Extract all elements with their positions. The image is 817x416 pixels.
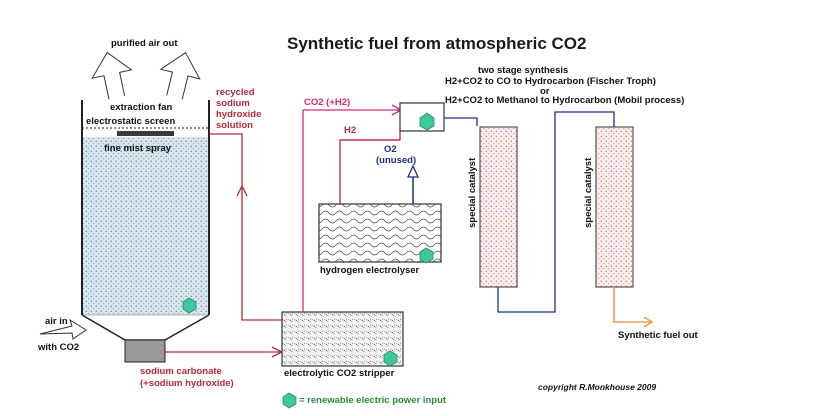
co2-h2-label: CO2 (+H2) [304,97,351,108]
renewable-power-hexagon-icon [419,112,435,131]
catalyst-2-label: special catalyst [583,157,594,228]
catalyst-column-1 [479,126,518,288]
copyright-label: copyright R.Monkhouse 2009 [538,382,657,392]
catalyst-link-bottom [497,111,615,313]
fuel-out-line [613,287,654,328]
fine-mist-spray-label: fine mist spray [104,143,172,154]
catalyst-column-2 [595,126,634,288]
renewable-power-hexagon-icon [419,247,434,264]
purified-air-out-label: purified air out [111,38,178,49]
renewable-power-hexagon-icon [282,392,297,409]
synthesis-heading: two stage synthesis [478,65,569,76]
recycled-solution-line-2: sodium [216,98,250,109]
synthesis-or: or [540,86,550,97]
absorption-tower [81,100,210,363]
recycled-solution-line-1: recycled [216,87,255,98]
feed-line [444,117,478,126]
h2-label: H2 [344,125,357,136]
page-title: Synthetic fuel from atmospheric CO2 [287,34,587,53]
o2-unused-label: (unused) [376,155,417,166]
air-in-label: air in [45,316,68,327]
recycled-solution-label: recycled sodium hydroxide solution [216,87,261,131]
synthesis-line-1: H2+CO2 to CO to Hydrocarbon (Fischer Tro… [445,76,656,87]
renewable-power-hexagon-icon [182,297,197,314]
stripper-label: electrolytic CO2 stripper [284,368,395,379]
air-in-arrow-icon [39,318,87,340]
o2-arrow [406,164,420,204]
recycled-solution-line-4: solution [216,120,253,131]
sodium-carbonate-label: sodium carbonate [140,366,222,377]
synthetic-fuel-out-label: Synthetic fuel out [618,330,698,341]
with-co2-label: with CO2 [38,342,80,353]
recycled-solution-line-3: hydroxide [216,109,262,120]
catalyst-1-label: special catalyst [467,157,478,228]
sodium-hydroxide-label: (+sodium hydroxide) [140,378,234,389]
h2-line [339,130,401,204]
extraction-fan-label: extraction fan [110,102,173,113]
air-out-arrow-icon [91,51,133,100]
legend-label: = renewable electric power input [299,395,447,406]
synthesis-line-2: H2+CO2 to Methanol to Hydrocarbon (Mobil… [445,95,685,106]
co2-stripper [281,311,404,367]
hydrogen-electrolyser-label: hydrogen electrolyser [320,265,420,276]
renewable-power-hexagon-icon [383,350,398,367]
air-out-arrow-icon [159,51,201,100]
electrostatic-screen-label: electrostatic screen [86,116,176,127]
o2-label: O2 [384,144,397,155]
